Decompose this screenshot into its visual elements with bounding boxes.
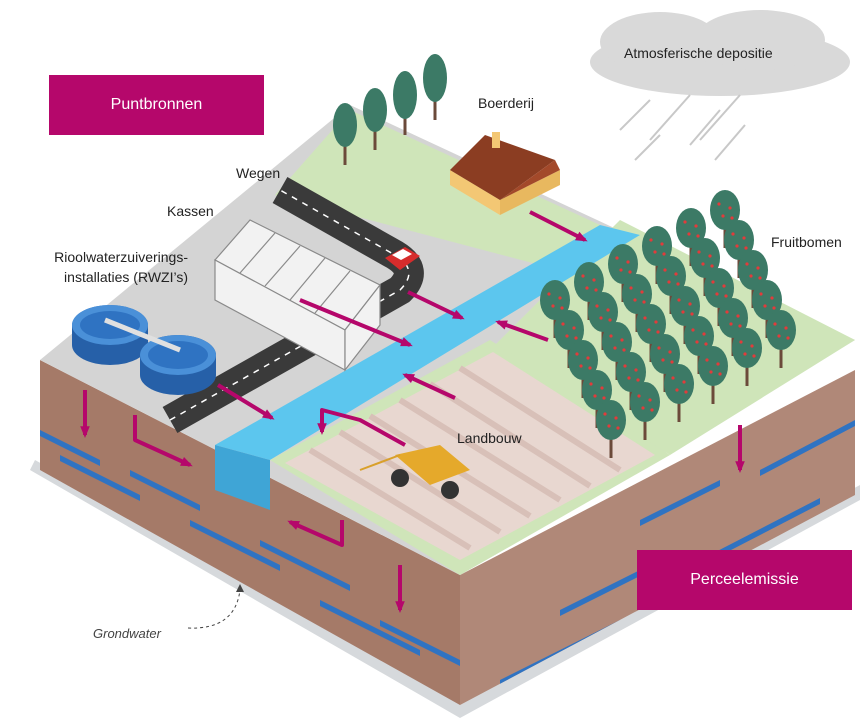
flow-arrow-head bbox=[395, 601, 405, 613]
fruit-tree bbox=[766, 310, 796, 368]
fruit-tree bbox=[596, 400, 626, 458]
cloud-icon bbox=[590, 10, 850, 96]
orchard-trees bbox=[540, 190, 796, 458]
grass-strip-back bbox=[275, 110, 600, 265]
flow-arrow bbox=[407, 290, 463, 320]
atmosferische-depositie-label: Atmosferische depositie bbox=[624, 45, 773, 61]
rwzi-label: Rioolwaterzuiverings- installaties (RWZI… bbox=[54, 249, 188, 285]
flow-arrow bbox=[289, 520, 344, 547]
fruitbomen-label: Fruitbomen bbox=[771, 234, 842, 250]
wastewater-treatment-icon bbox=[72, 305, 216, 395]
flow-arrow bbox=[529, 210, 586, 242]
flow-arrow-head bbox=[262, 409, 275, 420]
boerderij-label: Boerderij bbox=[478, 95, 535, 111]
flow-arrow bbox=[497, 320, 549, 342]
grondwater-label: Grondwater bbox=[93, 626, 161, 641]
puntbronnen-box: Puntbronnen bbox=[49, 75, 264, 135]
flow-arrows bbox=[80, 210, 745, 613]
fruit-tree bbox=[698, 346, 728, 404]
flow-arrow bbox=[133, 415, 191, 467]
flow-arrow-head bbox=[495, 320, 508, 330]
roadside-trees bbox=[333, 54, 447, 165]
grondwater-pointer-head bbox=[236, 584, 244, 592]
farmhouse-icon bbox=[450, 132, 560, 215]
fruit-tree bbox=[732, 328, 762, 386]
flow-arrow-head bbox=[735, 461, 745, 473]
flow-arrow bbox=[320, 408, 406, 447]
flow-arrow-head bbox=[80, 426, 90, 438]
flow-arrow bbox=[216, 383, 274, 420]
flow-arrow-head bbox=[402, 373, 415, 384]
fruit-tree bbox=[664, 364, 694, 422]
flow-arrow bbox=[299, 298, 411, 347]
kassen-label: Kassen bbox=[167, 203, 214, 219]
tractor-icon bbox=[359, 445, 470, 499]
landbouw-label: Landbouw bbox=[457, 430, 522, 446]
fruit-tree bbox=[642, 226, 672, 284]
car-icon bbox=[385, 247, 420, 270]
fruit-tree bbox=[568, 340, 598, 398]
fruit-tree bbox=[554, 310, 584, 368]
fruit-tree bbox=[710, 190, 740, 248]
fruit-tree bbox=[630, 382, 660, 440]
flow-arrow-head bbox=[317, 423, 327, 435]
perceelemissie-box: Perceelemissie bbox=[637, 550, 852, 610]
flow-arrow bbox=[404, 373, 456, 400]
flow-arrow-head bbox=[452, 309, 465, 320]
wegen-label: Wegen bbox=[236, 165, 281, 181]
puntbronnen-label: Puntbronnen bbox=[110, 96, 203, 113]
flow-arrow-head bbox=[575, 231, 588, 242]
flow-arrow-head bbox=[287, 520, 300, 530]
grondwater-pointer bbox=[187, 589, 241, 629]
rain-icon bbox=[619, 94, 746, 161]
perceelemissie-label: Perceelemissie bbox=[690, 571, 799, 588]
canal bbox=[215, 225, 640, 510]
flow-arrow-head bbox=[180, 457, 193, 467]
flow-arrow-head bbox=[400, 337, 413, 347]
